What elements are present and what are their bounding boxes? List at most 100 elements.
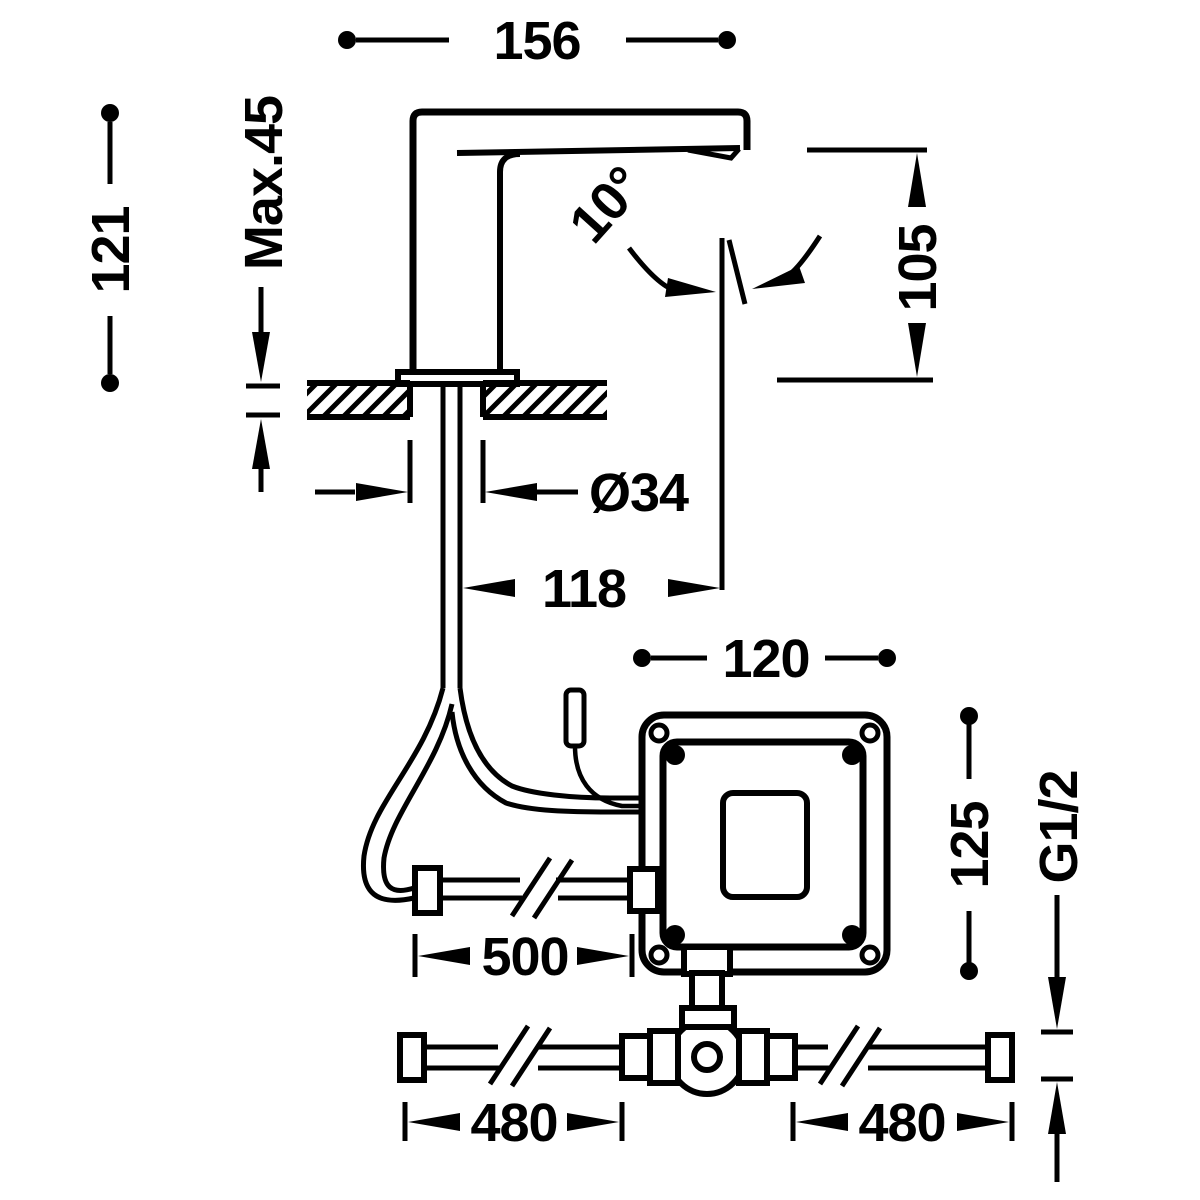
box-outlet-stem bbox=[689, 970, 725, 1013]
dim-label-480-right: 480 bbox=[858, 1093, 945, 1153]
faucet-profile bbox=[395, 108, 751, 387]
dim-label-118: 118 bbox=[542, 559, 626, 619]
arrow-left bbox=[463, 579, 515, 597]
arc-arrow-right bbox=[665, 278, 716, 297]
dimension-outlet-offset: 118 bbox=[463, 559, 720, 619]
dim-label-125: 125 bbox=[940, 801, 1000, 888]
dim-label-120: 120 bbox=[722, 629, 809, 689]
box-inlet-fitting bbox=[627, 866, 661, 914]
corner-screw-hole bbox=[859, 722, 881, 744]
dimension-hole-diameter: Ø34 bbox=[315, 440, 690, 523]
dim-label-156: 156 bbox=[493, 11, 580, 71]
arrow-up bbox=[908, 153, 926, 207]
arrow-down bbox=[1048, 977, 1066, 1029]
dim-ticks bbox=[246, 383, 280, 418]
corner-screw-hole bbox=[648, 722, 670, 744]
pipe-break-symbol bbox=[509, 856, 575, 920]
arrow-up bbox=[1048, 1082, 1066, 1134]
lid-screw bbox=[665, 925, 685, 945]
arrow-down bbox=[252, 332, 270, 382]
left-supply-pipe bbox=[424, 1044, 622, 1071]
arrow-left bbox=[418, 947, 470, 965]
control-box-window bbox=[720, 790, 810, 900]
arrow-right bbox=[668, 579, 720, 597]
dimension-left-pipe: 480 bbox=[402, 1093, 625, 1153]
angle-tilted-line bbox=[726, 239, 748, 305]
counter-right-edges bbox=[480, 380, 607, 420]
arrow-right bbox=[577, 947, 629, 965]
arrow-up bbox=[252, 419, 270, 469]
lid-screw bbox=[665, 745, 685, 765]
faucet-inner-edge bbox=[497, 151, 521, 375]
dimension-spout-reach: 156 bbox=[338, 11, 736, 71]
counter-hatch-right bbox=[483, 386, 607, 415]
valve-port bbox=[691, 1041, 723, 1073]
arrow-down bbox=[908, 323, 926, 377]
arrow-left bbox=[796, 1113, 848, 1131]
dim-dot bbox=[960, 707, 978, 725]
dimension-max-counter-thickness: Max.45 bbox=[234, 96, 294, 492]
arrow-right bbox=[356, 483, 408, 501]
pipe-break-symbol bbox=[487, 1024, 553, 1088]
dimension-box-width: 120 bbox=[633, 629, 896, 689]
right-pipe-end-cap bbox=[985, 1032, 1015, 1083]
dim-label-121: 121 bbox=[81, 206, 141, 293]
dim-label-g12: G1/2 bbox=[1029, 770, 1089, 883]
hose-union-fitting bbox=[412, 865, 443, 916]
valve-left-fitting bbox=[647, 1028, 681, 1086]
left-pipe-end-cap bbox=[397, 1032, 427, 1083]
dim-dot bbox=[101, 374, 119, 392]
left-hose-inner bbox=[381, 703, 455, 893]
dimension-spout-angle: 10° bbox=[558, 156, 823, 590]
dimension-thread-size: G1/2 bbox=[1029, 770, 1089, 1182]
control-box bbox=[638, 711, 891, 976]
left-hose-outer bbox=[360, 687, 446, 903]
valve-top-collar bbox=[679, 1005, 737, 1030]
dim-label-500: 500 bbox=[481, 927, 568, 987]
arrow-right bbox=[957, 1113, 1009, 1131]
corner-screw-hole bbox=[648, 944, 670, 966]
lid-screw bbox=[842, 925, 862, 945]
inlet-pipe-lines bbox=[440, 877, 631, 901]
dim-label-dia34: Ø34 bbox=[589, 463, 689, 523]
dim-dot bbox=[633, 649, 651, 667]
counter-hatch-left bbox=[307, 386, 410, 415]
dim-label-10deg: 10° bbox=[558, 156, 655, 255]
dim-ticks bbox=[1041, 1029, 1073, 1082]
dimension-box-height: 125 bbox=[940, 707, 1000, 980]
sensor-cable-plug bbox=[563, 687, 587, 749]
countertop-section bbox=[307, 380, 607, 420]
dimension-box-distance: 500 bbox=[412, 927, 635, 987]
valve-right-fitting bbox=[736, 1028, 770, 1086]
pipe-break-symbol bbox=[817, 1024, 883, 1088]
dim-ticks bbox=[412, 934, 635, 977]
corner-screw-hole bbox=[859, 944, 881, 966]
dim-ticks bbox=[777, 147, 933, 383]
supply-hoses bbox=[360, 384, 664, 903]
faucet-outline bbox=[409, 108, 751, 375]
faucet-shank-hoses bbox=[440, 384, 463, 688]
right-hose-lower bbox=[449, 711, 664, 815]
valve-left-nut bbox=[619, 1033, 653, 1081]
dim-dot bbox=[878, 649, 896, 667]
box-outlet-block bbox=[681, 944, 733, 977]
arc-arrow-left bbox=[752, 266, 805, 289]
supply-valve-assembly bbox=[397, 944, 1015, 1097]
right-hose-upper bbox=[457, 687, 664, 801]
sensor-cable bbox=[572, 745, 664, 809]
dim-label-max45: Max.45 bbox=[234, 96, 294, 270]
aerator-outlet bbox=[687, 147, 741, 161]
dim-ticks bbox=[790, 1102, 1015, 1141]
arrow-left bbox=[408, 1113, 460, 1131]
dim-dot bbox=[338, 31, 356, 49]
arrow-right bbox=[567, 1113, 619, 1131]
counter-left-edges bbox=[307, 380, 413, 420]
dimension-total-height: 121 bbox=[81, 104, 141, 392]
right-supply-pipe bbox=[795, 1044, 988, 1071]
dim-dot bbox=[101, 104, 119, 122]
dim-label-480-left: 480 bbox=[470, 1093, 557, 1153]
lid-screw bbox=[842, 745, 862, 765]
dimension-outlet-height: 105 bbox=[777, 147, 948, 383]
